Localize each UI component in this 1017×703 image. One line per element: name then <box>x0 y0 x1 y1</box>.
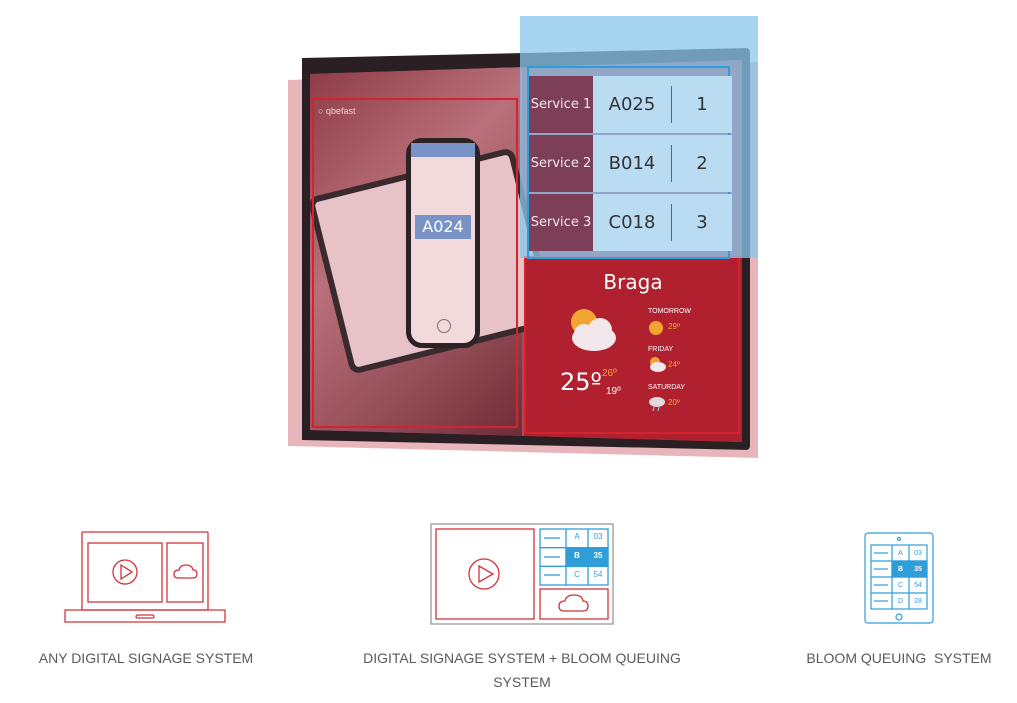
digital-signage-icon <box>62 530 228 626</box>
forecast-day: FRIDAY <box>648 346 674 353</box>
forecast-day: TOMORROW <box>648 308 692 315</box>
max-temperature: 26º <box>602 368 617 379</box>
queue-letter: A <box>574 532 580 541</box>
forecast-temp: 29º <box>668 322 680 331</box>
queue-letter: C <box>897 582 904 589</box>
queue-number: 28 <box>914 598 922 605</box>
caption-queuing-system: BLOOM QUEUING SYSTEM <box>806 650 992 666</box>
weather-frame <box>524 256 740 434</box>
queue-number: 35 <box>593 551 603 560</box>
queue-divider <box>671 145 672 182</box>
signage-frame <box>312 98 518 428</box>
weather-panel: Braga 25º 26º 19º TOMORROW 29º <box>524 256 742 442</box>
phone-header <box>411 143 475 157</box>
forecast-item: FRIDAY 24º <box>648 346 673 353</box>
queue-ticket-number: B014 <box>608 153 656 174</box>
phone-home-button <box>437 319 451 333</box>
hero-display: ○ qbefast A024 Braga 25º <box>0 16 758 470</box>
queue-divider <box>671 86 672 123</box>
queue-row: Service 2 B014 2 <box>529 135 732 192</box>
queue-ticket-number: C018 <box>608 212 656 233</box>
rain-cloud-icon <box>648 394 666 412</box>
queue-letter: B <box>574 551 580 560</box>
combined-system-icon: A 03 B 35 C 54 <box>430 523 614 625</box>
sun-icon <box>648 320 664 336</box>
queue-number: 54 <box>593 570 603 579</box>
queue-letter: D <box>897 598 904 605</box>
queue-letter: B <box>897 566 904 573</box>
forecast-item: TOMORROW 29º <box>648 308 691 315</box>
sun-cloud-icon <box>564 306 620 356</box>
queue-number: 03 <box>593 532 603 541</box>
forecast-day: SATURDAY <box>648 384 686 391</box>
queue-row: Service 3 C018 3 <box>529 194 732 251</box>
queue-service-label: Service 2 <box>529 135 593 192</box>
queue-service-label: Service 3 <box>529 194 593 251</box>
forecast-temp: 20º <box>668 398 680 407</box>
queuing-tablet-icon: A 03 B 35 C 54 D 28 <box>864 532 934 624</box>
min-temperature: 19º <box>606 386 621 397</box>
forecast-temp: 24º <box>668 360 680 369</box>
queue-row: Service 1 A025 1 <box>529 76 732 133</box>
current-temperature: 25º <box>560 368 602 396</box>
forecast-list: TOMORROW 29º FRIDAY 24º SATURDAY 20º <box>648 308 738 438</box>
queue-ticket-number: A025 <box>608 94 656 115</box>
queue-counter-number: 2 <box>696 153 708 174</box>
forecast-item: SATURDAY 20º <box>648 384 685 391</box>
phone-ticket-number: A024 <box>415 215 471 239</box>
queue-divider <box>671 204 672 241</box>
phone-image: A024 <box>406 138 480 348</box>
queue-number: 03 <box>914 550 922 557</box>
weather-city: Braga <box>603 270 663 294</box>
queue-board: Service 1 A025 1 Service 2 B014 2 Servic… <box>527 66 732 259</box>
caption-combined-system: DIGITAL SIGNAGE SYSTEM + BLOOM QUEUING S… <box>363 650 681 690</box>
sun-cloud-icon <box>648 356 666 372</box>
queue-counter-number: 1 <box>696 94 708 115</box>
queue-service-label: Service 1 <box>529 76 593 133</box>
signage-photo: ○ qbefast A024 <box>310 60 522 442</box>
queue-number: 54 <box>914 582 922 589</box>
brand-logo: ○ qbefast <box>318 106 356 116</box>
queue-letter: A <box>898 550 903 557</box>
queue-counter-number: 3 <box>696 212 708 233</box>
queue-number: 35 <box>914 566 922 573</box>
queue-letter: C <box>574 570 580 579</box>
caption-digital-signage: ANY DIGITAL SIGNAGE SYSTEM <box>38 650 254 666</box>
